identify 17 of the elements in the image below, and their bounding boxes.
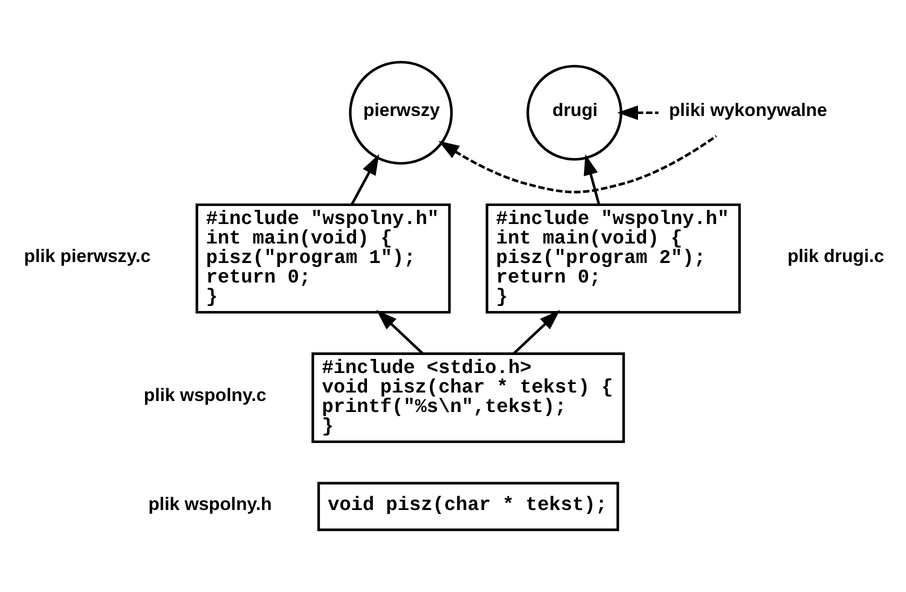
node-box: #include "wspolny.h" int main(void) { pisz("program 1"); return 0; }	[196, 203, 451, 314]
arrow	[376, 310, 424, 355]
node-label: plik drugi.c	[787, 246, 884, 266]
node-box: void pisz(char * tekst);	[317, 482, 620, 532]
node-label: plik wspolny.h	[148, 494, 272, 514]
node-label: plik pierwszy.c	[24, 246, 151, 266]
arrow	[512, 310, 560, 355]
node-circle: drugi	[526, 64, 622, 161]
node-box: #include "wspolny.h" int main(void) { pisz("program 2"); return 0; }	[486, 203, 741, 314]
node-box: #include <stdio.h> void pisz(char * tekst) { printf("%s\n",tekst); }	[312, 352, 625, 444]
node-label: plik wspolny.c	[144, 385, 266, 406]
arrow	[584, 154, 600, 206]
arrow	[617, 105, 658, 120]
node-circle: pierwszy	[348, 60, 453, 165]
node-text: pliki wykonywalne	[668, 100, 828, 120]
arrow	[350, 154, 380, 206]
arrow	[438, 135, 718, 194]
